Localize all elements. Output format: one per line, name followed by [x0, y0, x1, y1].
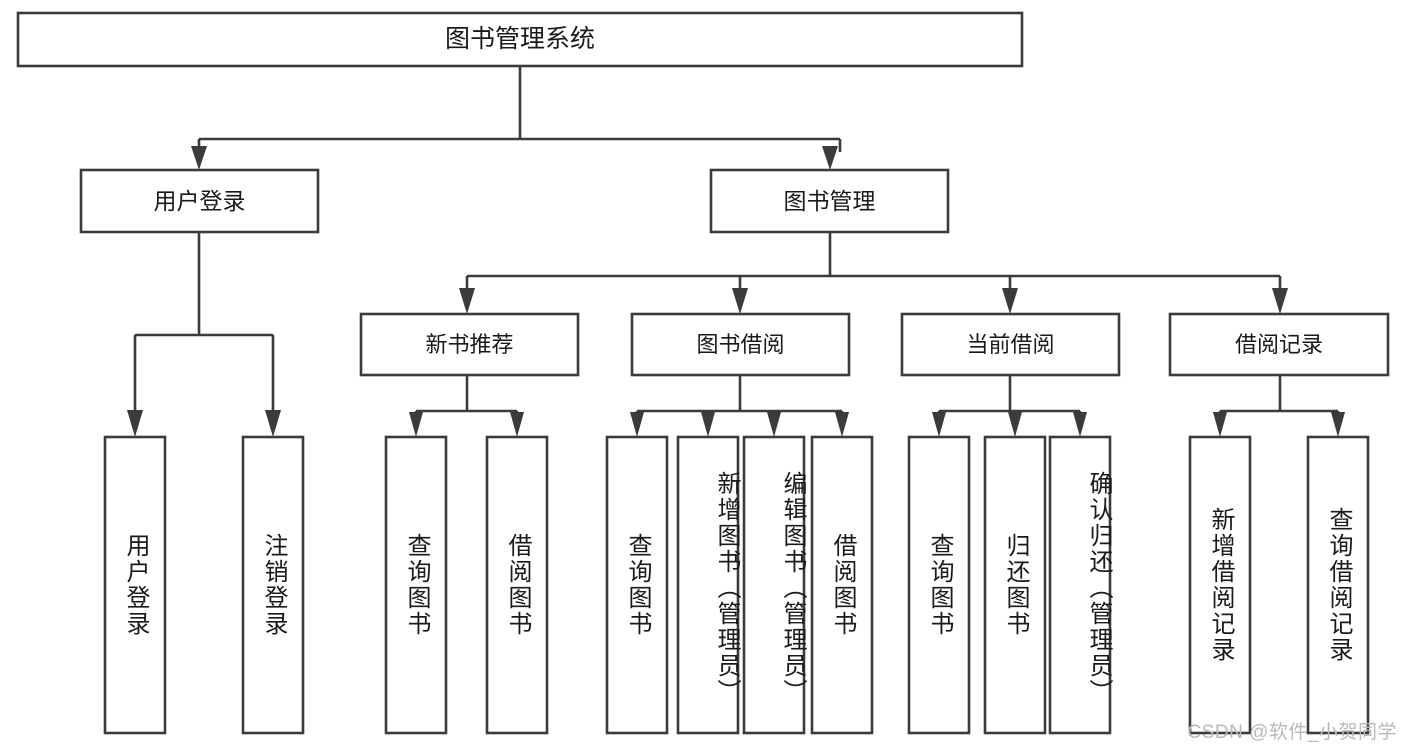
arrowhead-leaf-nbr-1: [510, 412, 524, 437]
leaf-box-user-login-0[interactable]: [103, 435, 167, 735]
arrowhead-user-login: [191, 146, 207, 170]
arrowhead-leaf-cb-1: [1008, 412, 1022, 437]
arrowhead-leaf-br-0: [1213, 412, 1227, 437]
leaf-box-current-borrow-2[interactable]: [1048, 435, 1112, 735]
arrowhead-leaf-bb-1: [701, 412, 715, 437]
node-box-borrow-records[interactable]: [1168, 312, 1390, 377]
arrowhead-leaf-cb-2: [1073, 412, 1087, 437]
arrowhead-leaf-cb-0: [932, 412, 946, 437]
leaf-box-current-borrow-0[interactable]: [907, 435, 971, 735]
leaf-box-book-borrow-1[interactable]: [676, 435, 740, 735]
arrowhead-book-borrow: [732, 288, 748, 314]
arrowhead-current-borrow: [1002, 288, 1018, 314]
leaf-box-book-borrow-2[interactable]: [742, 435, 806, 735]
csdn-watermark: CSDN @软件_小贺同学: [1187, 722, 1397, 743]
arrowhead-leaf-user-login-1: [265, 410, 281, 437]
node-box-current-borrow[interactable]: [900, 312, 1121, 377]
leaf-box-current-borrow-1[interactable]: [983, 435, 1047, 735]
arrowhead-leaf-nbr-0: [409, 412, 423, 437]
arrowhead-leaf-bb-2: [767, 412, 781, 437]
arrowhead-leaf-bb-0: [630, 412, 644, 437]
leaf-box-new-book-0[interactable]: [384, 435, 448, 735]
leaf-box-new-book-1[interactable]: [485, 435, 549, 735]
leaf-box-user-login-1[interactable]: [241, 435, 305, 735]
arrowhead-book-management: [822, 146, 838, 170]
arrowhead-borrow-records: [1272, 288, 1288, 314]
node-box-book-borrow[interactable]: [630, 312, 851, 377]
node-box-book-management[interactable]: [709, 168, 950, 234]
arrowhead-leaf-user-login-0: [127, 410, 143, 437]
arrowhead-leaf-bb-3: [835, 412, 849, 437]
leaf-box-borrow-records-1[interactable]: [1306, 435, 1370, 735]
leaf-box-book-borrow-0[interactable]: [605, 435, 669, 735]
node-box-root[interactable]: [16, 11, 1024, 68]
arrowhead-new-book-recommend: [459, 288, 475, 314]
node-box-user-login[interactable]: [79, 168, 320, 234]
node-box-new-book-recommend[interactable]: [359, 312, 580, 377]
arrowhead-leaf-br-1: [1331, 412, 1345, 437]
leaf-box-book-borrow-3[interactable]: [810, 435, 874, 735]
leaf-box-borrow-records-0[interactable]: [1188, 435, 1252, 735]
